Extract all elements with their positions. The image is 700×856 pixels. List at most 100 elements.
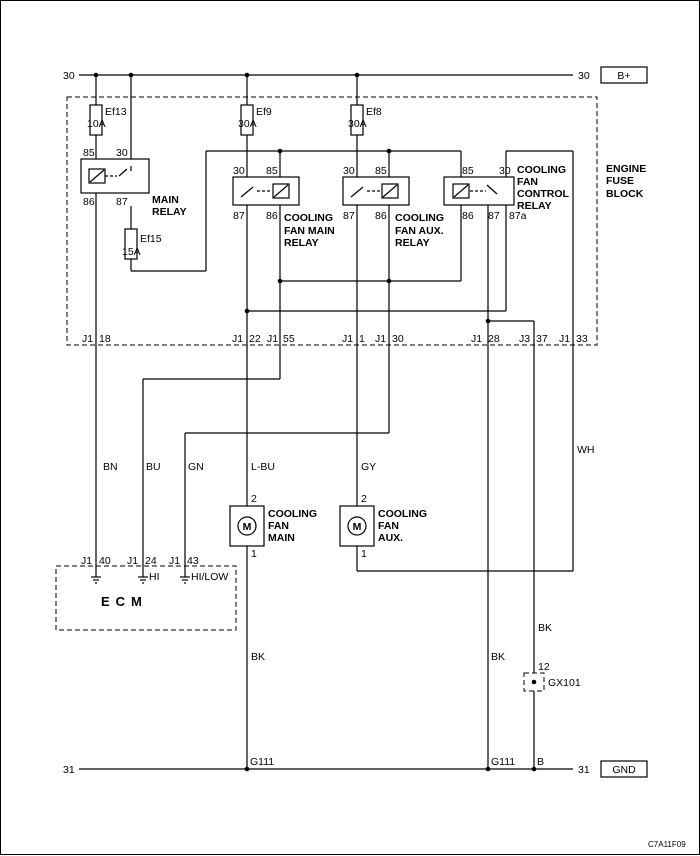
cooling-fan-main-motor: M 2 1 COOLING FAN MAIN <box>229 493 317 560</box>
svg-text:30A: 30A <box>238 118 257 130</box>
fuse-block-title: ENGINE FUSE BLOCK <box>606 163 646 200</box>
svg-text:J1: J1 <box>559 333 570 345</box>
cooling-fan-aux-relay: 30 85 87 86 COOLING FAN AUX. RELAY <box>342 165 444 249</box>
svg-text:J1: J1 <box>375 333 386 345</box>
svg-text:87: 87 <box>343 210 355 222</box>
svg-text:55: 55 <box>283 333 295 345</box>
figure-id: C7A11F09 <box>648 840 686 849</box>
svg-text:18: 18 <box>99 333 111 345</box>
main-relay: 85 30 86 87 MAIN RELAY <box>80 147 187 218</box>
fuse-ef15: Ef15 15A <box>122 151 207 272</box>
svg-text:J1: J1 <box>342 333 353 345</box>
fuse-block-connectors: J1 18 J1 22 J1 55 J1 1 J1 30 J1 28 J3 37… <box>82 333 588 345</box>
svg-text:Ef13: Ef13 <box>105 106 127 118</box>
svg-text:33: 33 <box>576 333 588 345</box>
cooling-fan-main-relay: 30 85 87 86 COOLING FAN MAIN RELAY <box>232 165 335 249</box>
svg-text:87: 87 <box>233 210 245 222</box>
power-rail-left-label: 30 <box>63 70 75 82</box>
svg-text:31: 31 <box>578 764 590 776</box>
fuse-ef13: Ef13 10A <box>87 75 127 159</box>
engine-fuse-block <box>66 96 598 346</box>
svg-text:G111: G111 <box>250 756 274 768</box>
ecm-title: ECM <box>101 594 148 609</box>
svg-text:COOLING: COOLING <box>395 212 444 224</box>
svg-text:1: 1 <box>361 548 367 560</box>
cooling-fan-aux-motor: M 2 1 COOLING FAN AUX. <box>339 493 427 560</box>
svg-text:87: 87 <box>116 196 128 208</box>
svg-text:J1: J1 <box>471 333 482 345</box>
svg-text:87: 87 <box>488 210 500 222</box>
fuse-ef8: Ef8 30A <box>348 75 382 177</box>
svg-text:FAN AUX.: FAN AUX. <box>395 225 444 237</box>
svg-text:Ef8: Ef8 <box>366 106 382 118</box>
svg-text:COOLING: COOLING <box>268 508 317 520</box>
svg-text:J1: J1 <box>232 333 243 345</box>
svg-text:MAIN: MAIN <box>268 532 295 544</box>
svg-text:L-BU: L-BU <box>251 461 275 473</box>
svg-text:BLOCK: BLOCK <box>606 188 644 200</box>
svg-text:MAIN: MAIN <box>152 194 179 206</box>
svg-text:43: 43 <box>187 555 199 567</box>
svg-text:RELAY: RELAY <box>284 237 319 249</box>
svg-text:2: 2 <box>251 493 257 505</box>
svg-text:30: 30 <box>233 165 245 177</box>
svg-text:28: 28 <box>488 333 500 345</box>
svg-text:BK: BK <box>491 651 505 663</box>
svg-text:30: 30 <box>116 147 128 159</box>
fuse-ef9: Ef9 30A <box>238 75 272 177</box>
svg-text:Ef15: Ef15 <box>140 233 162 245</box>
svg-text:85: 85 <box>375 165 387 177</box>
svg-text:12: 12 <box>538 661 550 673</box>
svg-text:RELAY: RELAY <box>517 200 552 212</box>
svg-text:FAN: FAN <box>268 520 289 532</box>
cooling-fan-control-relay: 85 30 86 87 87a COOLING FAN CONTROL RELA… <box>443 164 569 222</box>
motor-icon: M <box>243 521 252 533</box>
svg-text:J1: J1 <box>81 555 92 567</box>
svg-text:2: 2 <box>361 493 367 505</box>
svg-text:BN: BN <box>103 461 118 473</box>
svg-text:AUX.: AUX. <box>378 532 403 544</box>
ecm-module: J1 40 J1 24 J1 43 HI HI/LOW ECM <box>55 555 237 631</box>
svg-text:1: 1 <box>251 548 257 560</box>
svg-text:J1: J1 <box>82 333 93 345</box>
svg-text:COOLING: COOLING <box>284 212 333 224</box>
svg-text:22: 22 <box>249 333 261 345</box>
svg-text:86: 86 <box>83 196 95 208</box>
svg-text:87a: 87a <box>509 210 527 222</box>
svg-text:FAN MAIN: FAN MAIN <box>284 225 335 237</box>
svg-text:COOLING: COOLING <box>378 508 427 520</box>
svg-text:24: 24 <box>145 555 157 567</box>
svg-text:40: 40 <box>99 555 111 567</box>
svg-text:COOLING: COOLING <box>517 164 566 176</box>
svg-text:30: 30 <box>499 165 511 177</box>
svg-text:HI/LOW: HI/LOW <box>191 571 228 583</box>
svg-text:37: 37 <box>536 333 548 345</box>
svg-text:CONTROL: CONTROL <box>517 188 569 200</box>
svg-text:1: 1 <box>359 333 365 345</box>
svg-text:BK: BK <box>251 651 265 663</box>
svg-text:GX101: GX101 <box>548 677 581 689</box>
svg-text:BU: BU <box>146 461 161 473</box>
ground-rail: 31 31 GND G111 G111 B <box>63 756 648 778</box>
svg-text:85: 85 <box>83 147 95 159</box>
svg-text:86: 86 <box>375 210 387 222</box>
svg-text:J1: J1 <box>267 333 278 345</box>
svg-text:86: 86 <box>266 210 278 222</box>
svg-text:30: 30 <box>392 333 404 345</box>
ground-label: GND <box>612 764 636 776</box>
motor-icon: M <box>353 521 362 533</box>
svg-text:GN: GN <box>188 461 204 473</box>
svg-text:31: 31 <box>63 764 75 776</box>
svg-text:J3: J3 <box>519 333 530 345</box>
svg-text:FUSE: FUSE <box>606 175 634 187</box>
svg-text:BK: BK <box>538 622 552 634</box>
svg-text:85: 85 <box>266 165 278 177</box>
svg-text:10A: 10A <box>87 118 106 130</box>
svg-text:15A: 15A <box>122 246 141 258</box>
svg-text:86: 86 <box>462 210 474 222</box>
svg-text:RELAY: RELAY <box>395 237 430 249</box>
svg-text:RELAY: RELAY <box>152 206 187 218</box>
svg-text:WH: WH <box>577 444 595 456</box>
svg-text:30A: 30A <box>348 118 367 130</box>
